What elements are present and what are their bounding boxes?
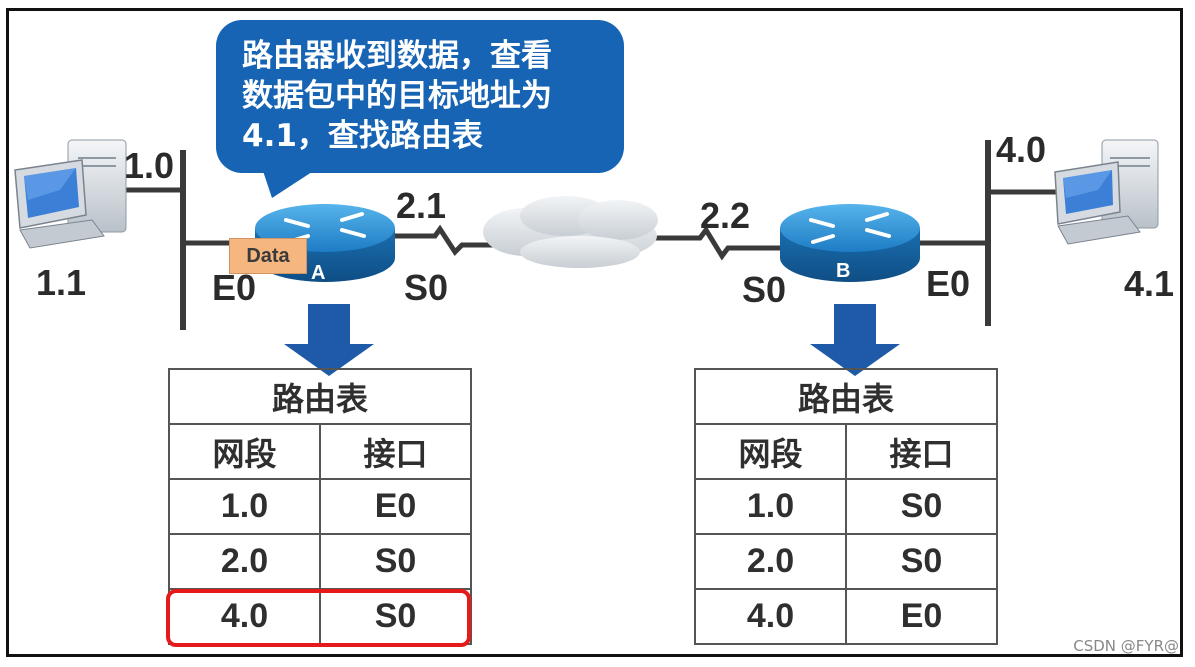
- router-b-name: B: [836, 260, 851, 282]
- table-row: 2.0 S0: [168, 533, 473, 590]
- callout-line: 数据包中的目标地址为: [242, 78, 552, 114]
- router-a-name: A: [311, 262, 326, 284]
- routing-table-b: 路由表 网段 接口 1.0 S0 2.0 S0 4.0 E0: [693, 368, 999, 645]
- pc-icon-left: [14, 139, 127, 249]
- callout-bubble: 路由器收到数据，查看 数据包中的目标地址为 4.1，查找路由表: [216, 20, 624, 173]
- table-header-interface: 接口: [318, 423, 473, 480]
- table-cell: 1.0: [694, 478, 847, 535]
- callout-line: 4.1，查找路由表: [242, 118, 483, 154]
- table-row: 1.0 E0: [168, 478, 473, 535]
- serial-a-ip-label: 2.1: [396, 185, 447, 226]
- table-cell: E0: [318, 478, 473, 535]
- table-title: 路由表: [167, 368, 473, 425]
- arrow-down-icon: [810, 304, 900, 376]
- callout-line: 路由器收到数据，查看: [242, 38, 552, 74]
- table-row: 4.0 E0: [694, 588, 999, 645]
- table-cell: 1.0: [168, 478, 321, 535]
- watermark: CSDN @FYR@: [1073, 637, 1179, 655]
- router-a-e0-label: E0: [212, 267, 257, 308]
- table-cell: E0: [844, 588, 999, 645]
- table-header-interface: 接口: [844, 423, 999, 480]
- left-host-ip-label: 1.1: [36, 262, 87, 303]
- right-lan-segment: [918, 140, 1058, 326]
- serial-b-ip-label: 2.2: [700, 195, 751, 236]
- table-cell: 4.0: [168, 588, 321, 645]
- router-b-s0-label: S0: [742, 269, 787, 310]
- table-header-network: 网段: [694, 423, 847, 480]
- table-row: 1.0 S0: [694, 478, 999, 535]
- router-a-s0-label: S0: [404, 267, 449, 308]
- router-b-icon: [780, 204, 920, 282]
- left-network-label: 1.0: [124, 145, 175, 186]
- arrow-down-icon: [284, 304, 374, 376]
- pc-icon-right: [1054, 139, 1159, 245]
- table-title: 路由表: [693, 368, 999, 425]
- bubble-tail: [262, 168, 318, 198]
- data-packet: Data: [229, 238, 307, 274]
- table-cell: S0: [844, 478, 999, 535]
- right-network-label: 4.0: [996, 129, 1047, 170]
- wan-cloud: [483, 196, 658, 268]
- table-cell: S0: [844, 533, 999, 590]
- table-cell: 2.0: [168, 533, 321, 590]
- table-header-network: 网段: [168, 423, 321, 480]
- table-cell: 2.0: [694, 533, 847, 590]
- table-cell: S0: [318, 533, 473, 590]
- table-cell: 4.0: [694, 588, 847, 645]
- serial-link-b: [655, 225, 785, 261]
- table-row: 2.0 S0: [694, 533, 999, 590]
- right-host-ip-label: 4.1: [1124, 263, 1175, 304]
- serial-link-a: [395, 224, 495, 256]
- matched-route-highlight: [166, 589, 471, 647]
- router-b-e0-label: E0: [926, 263, 971, 304]
